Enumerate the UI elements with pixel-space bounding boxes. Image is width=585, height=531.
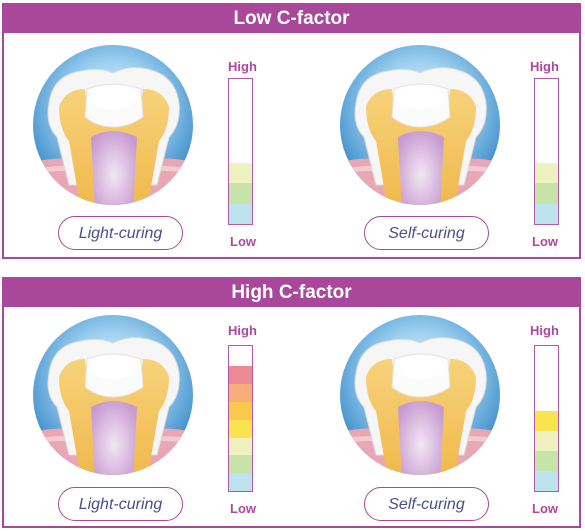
scale-high-label: High <box>530 323 559 338</box>
tooth-illustration <box>336 315 504 480</box>
stress-level-bar <box>228 345 253 492</box>
scale-low-label: Low <box>230 234 256 249</box>
scale-low-label: Low <box>532 234 558 249</box>
stress-level-bar <box>534 78 559 225</box>
panel-title: High C-factor <box>4 279 579 307</box>
stress-band <box>229 204 252 224</box>
panel-title: Low C-factor <box>4 5 579 33</box>
high-c-factor-panel: High C-factor Light-curing High Low Self… <box>2 277 581 528</box>
tooth-illustration <box>336 45 504 210</box>
stress-band <box>535 451 558 471</box>
low-c-factor-panel: Low C-factor Light-curing High Low Self-… <box>2 3 581 259</box>
stress-band <box>535 431 558 451</box>
stress-band <box>229 163 252 183</box>
stress-band <box>535 204 558 224</box>
stress-band <box>535 183 558 203</box>
stress-band <box>535 163 558 183</box>
stress-band <box>229 438 252 456</box>
tooth-illustration <box>29 45 197 210</box>
caption-self-curing: Self-curing <box>364 487 489 521</box>
stress-level-bar <box>534 345 559 492</box>
stress-band <box>229 473 252 491</box>
stress-band <box>229 402 252 420</box>
stress-band <box>229 420 252 438</box>
scale-high-label: High <box>228 323 257 338</box>
scale-high-label: High <box>530 59 559 74</box>
stress-band <box>535 471 558 491</box>
scale-high-label: High <box>228 59 257 74</box>
caption-light-curing: Light-curing <box>58 216 183 250</box>
stress-band <box>535 411 558 431</box>
stress-band <box>229 455 252 473</box>
stress-band <box>229 366 252 384</box>
scale-low-label: Low <box>532 501 558 516</box>
caption-light-curing: Light-curing <box>58 487 183 521</box>
stress-level-bar <box>228 78 253 225</box>
stress-band <box>229 183 252 203</box>
caption-self-curing: Self-curing <box>364 216 489 250</box>
tooth-illustration <box>29 315 197 480</box>
scale-low-label: Low <box>230 501 256 516</box>
stress-band <box>229 384 252 402</box>
